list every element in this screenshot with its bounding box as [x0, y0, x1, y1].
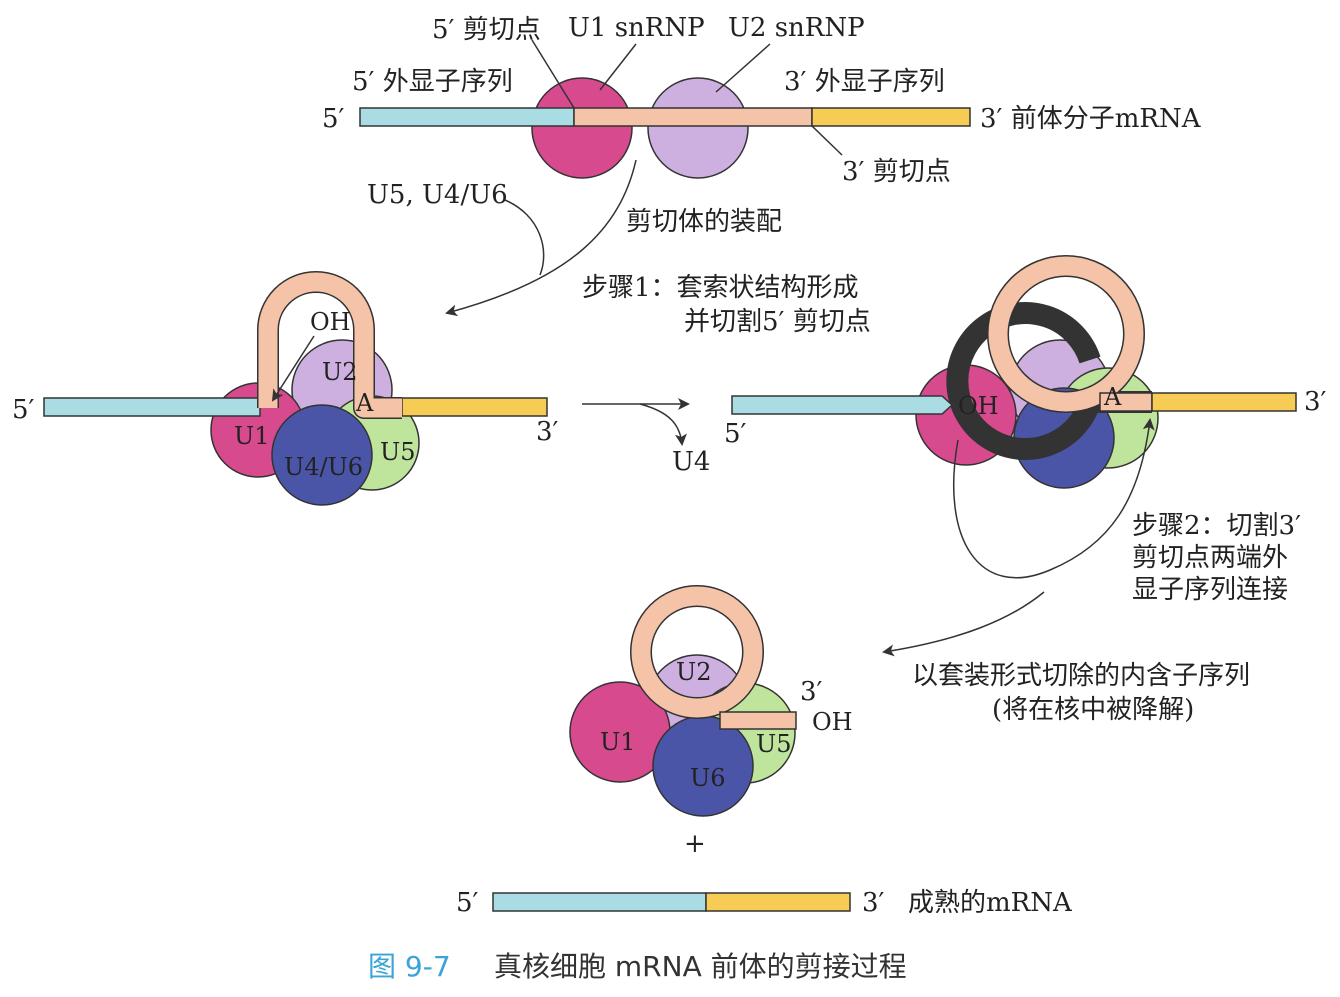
lariat-ring: [946, 302, 1152, 460]
label-5-end: 5′: [322, 104, 345, 134]
label-u6: U6: [690, 764, 726, 792]
exon5-bar: [731, 395, 954, 415]
step2-line1: 步骤2：切割3′: [1132, 511, 1301, 541]
label-oh: OH: [812, 708, 853, 736]
u4-u6-circle: [271, 404, 373, 506]
lariat-tail: [719, 711, 797, 730]
factors-arrow: [504, 199, 545, 276]
u1-snrnp-circle: [531, 77, 633, 179]
label-u2: U2: [322, 358, 358, 386]
label-branch-a: A: [1103, 383, 1122, 411]
excision-arrow: [882, 591, 1045, 657]
step2-line2: 剪切点两端外: [1132, 543, 1288, 573]
label-5-end: 5′: [12, 395, 35, 425]
label-u1: U1: [234, 422, 270, 450]
exon3-bar: [811, 107, 971, 127]
spliceosome-stage: 5′ 3′ OH A U1 U2 U4/U6 U5: [12, 271, 559, 506]
lariat-intermediate-stage: 5′ 3′ OH A: [724, 255, 1327, 579]
label-u4-u6: U4/U6: [284, 453, 363, 481]
label-assembly: 剪切体的装配: [626, 207, 782, 237]
label-3-end: 3′: [862, 888, 885, 918]
label-oh: OH: [958, 392, 999, 420]
label-u2-snrnp: U2 snRNP: [728, 13, 865, 43]
step1-line1: 步骤1：套索状结构形成: [582, 273, 859, 303]
caption-figure-number: 图 9-7: [368, 950, 451, 983]
label-u2: U2: [676, 658, 712, 686]
label-5-end: 5′: [456, 888, 479, 918]
label-5-splice-site: 5′ 剪切点: [432, 15, 541, 45]
excised-lariat-stage: U1 U2 U5 U6 3′ OH 以套装形式切除的内含子序列 (将在核中被降解…: [569, 585, 1250, 817]
label-3-end: 3′: [800, 677, 823, 707]
mature-exon5-bar: [492, 892, 707, 912]
exon5-bar: [359, 107, 575, 127]
step1-line2: 并切割5′ 剪切点: [684, 307, 871, 337]
label-3-splice-site: 3′ 剪切点: [842, 157, 951, 187]
oh-pointer: [271, 335, 315, 402]
leader-u2: [715, 43, 771, 93]
intron-loop-fill: [258, 272, 402, 418]
label-3-end: 3′: [1304, 387, 1327, 417]
caption-title: 真核细胞 mRNA 前体的剪接过程: [494, 950, 907, 983]
step2-line3: 显子序列连接: [1132, 575, 1288, 605]
pre-mrna-stage: 5′ 剪切点 U1 snRNP U2 snRNP 5′ 外显子序列 3′ 外显子…: [322, 13, 1202, 317]
leader-u1: [599, 43, 637, 91]
step2-block: 步骤2：切割3′ 剪切点两端外 显子序列连接: [882, 511, 1301, 657]
label-mature-mrna: 成熟的mRNA: [908, 888, 1073, 918]
step1-block: 步骤1：套索状结构形成 并切割5′ 剪切点 U4: [582, 273, 871, 477]
label-5-exon: 5′ 外显子序列: [352, 67, 513, 97]
exon3-bar: [401, 397, 548, 417]
label-3-exon: 3′ 外显子序列: [784, 67, 945, 97]
exon5-bar: [43, 397, 261, 417]
label-u5: U5: [380, 438, 416, 466]
excised-intron-line1: 以套装形式切除的内含子序列: [912, 661, 1250, 691]
exon3-bar: [1151, 392, 1297, 412]
u2-snrnp-circle: [647, 77, 749, 179]
assembly-arrow: [445, 159, 637, 317]
ligation-arrow: [953, 418, 1155, 579]
label-branch-a: A: [355, 389, 374, 417]
leader-3ss: [811, 125, 843, 156]
intron-bar: [573, 107, 813, 127]
label-3-end: 3′: [536, 417, 559, 447]
label-5-end: 5′: [724, 419, 747, 449]
label-u1: U1: [600, 728, 636, 756]
u4-release-arrow: [639, 403, 687, 446]
label-oh: OH: [310, 308, 351, 336]
lariat-ring-fill: [631, 586, 763, 718]
mature-exon3-bar: [705, 892, 851, 912]
plus-sign: +: [684, 829, 706, 859]
label-factors: U5, U4/U6: [367, 180, 508, 210]
lariat-ring-fill: [988, 256, 1144, 412]
label-pre-mrna: 3′ 前体分子mRNA: [980, 104, 1202, 134]
mature-mrna-stage: + 5′ 3′ 成熟的mRNA: [456, 829, 1073, 918]
label-u5: U5: [756, 730, 792, 758]
label-u1-snrnp: U1 snRNP: [568, 13, 705, 43]
label-u4-released: U4: [672, 447, 710, 477]
leader-5ss: [531, 39, 575, 109]
excised-intron-line2: (将在核中被降解): [992, 695, 1194, 725]
figure-caption: 图 9-7 真核细胞 mRNA 前体的剪接过程: [368, 950, 907, 983]
